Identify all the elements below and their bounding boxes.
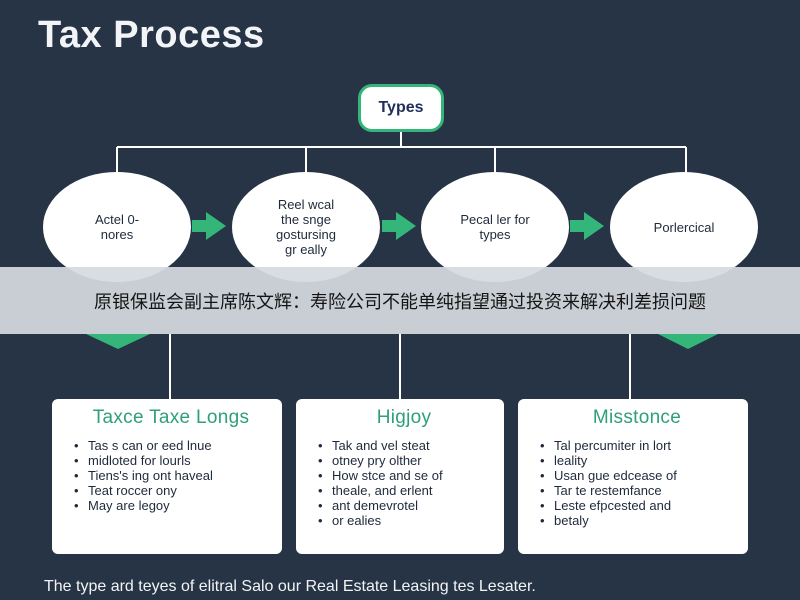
card-list-item: • Tas s can or eed lnue — [74, 439, 268, 453]
bullet-icon: • — [318, 438, 323, 453]
bullet-icon: • — [74, 468, 79, 483]
circle-label: Actel 0-nores — [94, 212, 140, 242]
card-list-item: • or ealies — [318, 514, 490, 528]
info-card-3: Misstonce • Tal percumiter in lort • lealit… — [518, 399, 748, 554]
card-list-text: leality — [554, 453, 588, 468]
bullet-icon: • — [74, 453, 79, 468]
card-list-item: • leality — [540, 454, 734, 468]
card-list-item: • Usan gue edcease of — [540, 469, 734, 483]
card-list-item: • Tar te restemfance — [540, 484, 734, 498]
card-list-text: Tiens's ing ont haveal — [88, 468, 213, 483]
card-list-item: • Teat roccer ony — [74, 484, 268, 498]
bullet-icon: • — [74, 438, 79, 453]
bullet-icon: • — [540, 468, 545, 483]
card-list: • Tak and vel steat • otney pry olther • How … — [318, 439, 490, 528]
bullet-icon: • — [74, 483, 79, 498]
card-list-text: Tar te restemfance — [554, 483, 662, 498]
card-list-text: ant demevrotel — [332, 498, 418, 513]
caption-text: The type ard teyes of elitral Salo our R… — [44, 578, 536, 595]
banner-text: 原银保监会副主席陈文辉：寿险公司不能单纯指望通过投资来解决利差损问题 — [94, 291, 706, 312]
card-list: • Tas s can or eed lnue • midloted for lour… — [74, 439, 268, 513]
bullet-icon: • — [540, 453, 545, 468]
bullet-icon: • — [318, 513, 323, 528]
card-list-item: • Tak and vel steat — [318, 439, 490, 453]
card-list-text: theale, and erlent — [332, 483, 433, 498]
card-list: • Tal percumiter in lort • leality • Usan gue… — [540, 439, 734, 528]
bullet-icon: • — [318, 453, 323, 468]
card-list-text: Tak and vel steat — [332, 438, 430, 453]
card-list-item: • ant demevrotel — [318, 499, 490, 513]
card-list-item: • Tiens's ing ont haveal — [74, 469, 268, 483]
card-list-text: or ealies — [332, 513, 382, 528]
card-list-text: Usan gue edcease of — [554, 468, 677, 483]
bullet-icon: • — [540, 498, 545, 513]
bullet-icon: • — [540, 438, 545, 453]
overlay-banner: 原银保监会副主席陈文辉：寿险公司不能单纯指望通过投资来解决利差损问题 — [0, 267, 800, 334]
diagram-title: Tax Process — [38, 14, 265, 56]
card-list-text: May are legoy — [88, 498, 170, 513]
bullet-icon: • — [540, 513, 545, 528]
card-title: Taxce Taxe Longs — [92, 407, 250, 428]
types-node: Types — [358, 84, 444, 132]
card-title: Higjoy — [376, 407, 432, 428]
card-list-item: • theale, and erlent — [318, 484, 490, 498]
bullet-icon: • — [318, 483, 323, 498]
card-list-item: • betaly — [540, 514, 734, 528]
info-card-2: Higjoy • Tak and vel steat • otney pry olth… — [296, 399, 504, 554]
info-card-1: Taxce Taxe Longs •Tas s can or eed lnue•… — [52, 399, 282, 554]
card-list-item: • otney pry olther — [318, 454, 490, 468]
arrow-right-icon — [382, 212, 416, 240]
process-circle-4: Porlercical — [610, 172, 758, 282]
card-title: Misstonce — [592, 407, 682, 428]
card-list-text: betaly — [554, 513, 589, 528]
circle-label: Porlercical — [653, 219, 715, 235]
card-list-item: • How stce and se of — [318, 469, 490, 483]
card-list-text: Tal percumiter in lort — [554, 438, 672, 453]
process-circle-1: Actel 0-nores — [43, 172, 191, 282]
bullet-icon: • — [318, 468, 323, 483]
bullet-icon: • — [74, 498, 79, 513]
card-list-text: midloted for lourls — [88, 453, 191, 468]
arrow-right-icon — [570, 212, 604, 240]
card-list-text: Tas s can or eed lnue — [88, 438, 212, 453]
arrow-down-icon — [86, 334, 150, 349]
arrow-down-icon — [658, 334, 718, 349]
card-list-text: How stce and se of — [332, 468, 443, 483]
card-list-item: • midloted for lourls — [74, 454, 268, 468]
card-list-item: • Tal percumiter in lort — [540, 439, 734, 453]
card-list-text: otney pry olther — [332, 453, 422, 468]
card-list-text: Leste efpcested and — [554, 498, 672, 513]
card-list-item: • Leste efpcested and — [540, 499, 734, 513]
card-list-text: Teat roccer ony — [88, 483, 177, 498]
bullet-icon: • — [318, 498, 323, 513]
bullet-icon: • — [540, 483, 545, 498]
arrow-right-icon — [192, 212, 226, 240]
card-list-item: • May are legoy — [74, 499, 268, 513]
